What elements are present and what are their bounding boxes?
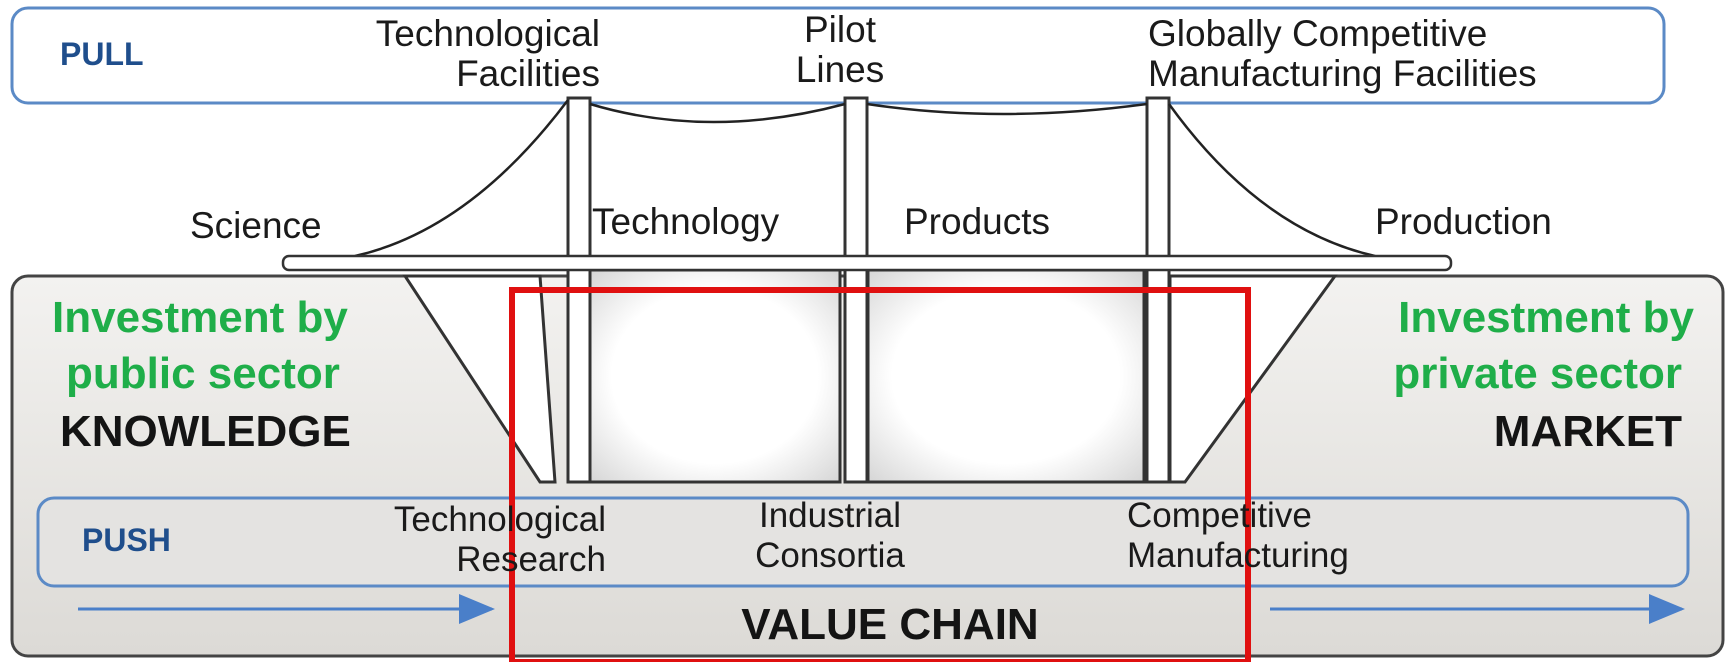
left-abutment: [402, 274, 557, 484]
deck-label-production: Production: [1375, 201, 1552, 242]
deck-label-products: Products: [904, 201, 1051, 242]
push-item-line2: Research: [456, 540, 606, 579]
investment-public-line1: Investment by: [52, 293, 348, 342]
pull-item-line2: Manufacturing Facilities: [1148, 53, 1537, 94]
value-chain-label: VALUE CHAIN: [741, 600, 1039, 649]
pull-item-line1: Pilot: [804, 9, 876, 50]
deck-label-technology: Technology: [592, 201, 780, 242]
deck-label-science: Science: [190, 205, 322, 246]
pull-label: PULL: [60, 36, 144, 72]
push-item-line1: Industrial: [758, 496, 902, 535]
push-item-industrial-consortia: Industrial Consortia: [720, 496, 940, 576]
investment-private-line2: private sector: [1393, 349, 1682, 398]
bridge-deck: [281, 254, 1453, 272]
push-label: PUSH: [82, 522, 171, 558]
cable-right: [1167, 103, 1376, 258]
bay-technology: [588, 268, 842, 484]
push-frame: [36, 496, 1690, 588]
market-title: MARKET: [1493, 407, 1682, 456]
pull-item-line2: Facilities: [456, 53, 600, 94]
pull-item-technological-facilities: Technological Facilities: [300, 14, 600, 94]
investment-public: Investment by public sector: [52, 290, 348, 402]
knowledge-title: KNOWLEDGE: [60, 407, 351, 456]
investment-private: Investment by private sector: [1300, 290, 1694, 402]
push-item-technological-research: Technological Research: [306, 500, 606, 580]
bay-products: [866, 268, 1146, 484]
cable-mid-1: [589, 102, 846, 124]
investment-private-line1: Investment by: [1398, 293, 1694, 342]
pull-frame: [10, 6, 1666, 105]
pull-item-pilot-lines: Pilot Lines: [740, 10, 940, 90]
pull-item-line1: Globally Competitive: [1148, 13, 1488, 54]
cable-left: [354, 99, 569, 258]
pull-item-line2: Lines: [795, 49, 885, 90]
highlight-box: [509, 287, 1251, 662]
push-item-line2: Consortia: [755, 536, 905, 575]
investment-public-line2: public sector: [66, 349, 340, 398]
pull-item-globally-competitive: Globally Competitive Manufacturing Facil…: [1148, 14, 1628, 94]
cable-mid-2: [866, 102, 1148, 116]
push-item-line1: Technological: [393, 500, 606, 539]
push-item-competitive-manufacturing: Competitive Manufacturing: [1127, 496, 1447, 576]
push-item-line1: Competitive: [1127, 496, 1312, 535]
pull-item-line1: Technological: [375, 13, 600, 54]
push-item-line2: Manufacturing: [1127, 536, 1349, 575]
